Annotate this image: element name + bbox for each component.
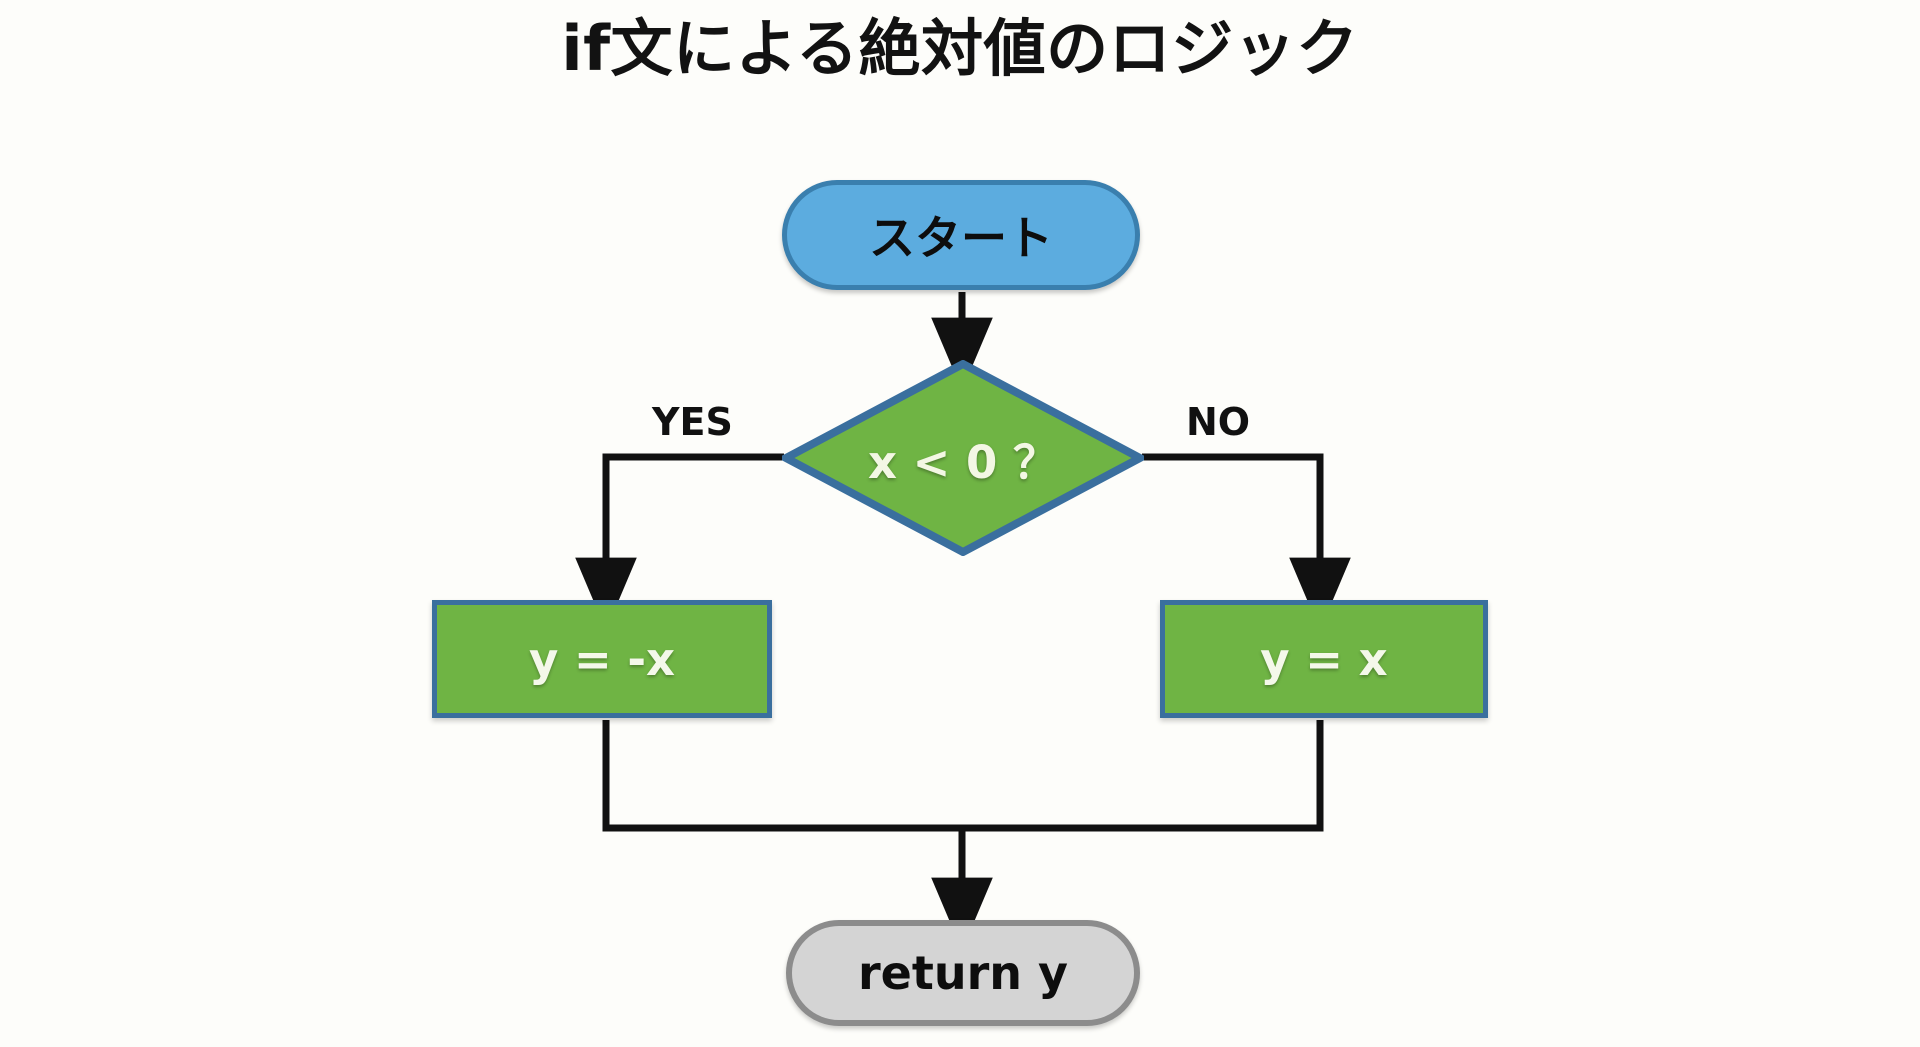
flow-node-start-label: スタート — [869, 211, 1053, 265]
page-title: if文による絶対値のロジック — [561, 12, 1359, 85]
flow-node-process-yes-label: y = -x — [528, 632, 676, 686]
edge-label-yes: YES — [652, 400, 733, 444]
edge-proc-yes-to-merge — [602, 720, 962, 832]
diamond-shape — [782, 360, 1144, 556]
edge-label-no: NO — [1186, 400, 1251, 444]
flow-node-return-label: return y — [857, 946, 1069, 1000]
flow-node-decision-label: x < 0 ？ — [867, 435, 1059, 489]
flow-node-process-yes[interactable]: y = -x — [432, 600, 772, 718]
flow-node-process-no-label: y = x — [1260, 632, 1388, 686]
flow-node-start[interactable]: スタート — [782, 180, 1140, 290]
edge-decision-no — [1142, 453, 1351, 631]
flow-node-decision[interactable]: x < 0 ？ — [782, 360, 1144, 556]
edge-decision-yes — [575, 453, 784, 631]
edge-proc-no-to-merge — [962, 720, 1324, 832]
flow-node-process-no[interactable]: y = x — [1160, 600, 1488, 718]
flow-node-return[interactable]: return y — [786, 920, 1140, 1026]
